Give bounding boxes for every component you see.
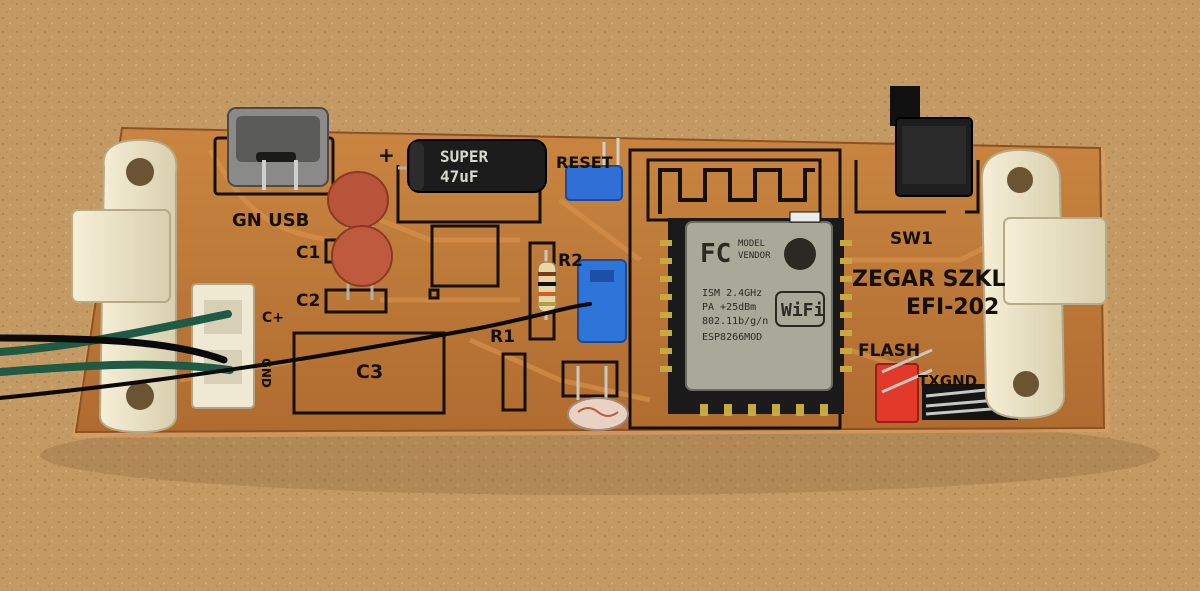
ceramic-capacitors <box>327 171 393 300</box>
power-connector <box>191 283 255 409</box>
capacitor-value: 47uF <box>440 167 479 186</box>
antenna-pad <box>789 211 821 223</box>
label-r1: R1 <box>490 327 515 347</box>
label-plus: + <box>378 143 395 167</box>
wires <box>0 302 592 400</box>
photoresistor <box>567 366 629 431</box>
electrolytic-capacitor: SUPER 47uF <box>398 139 547 193</box>
label-gnd: GND <box>259 358 273 388</box>
label-c-plus: C+ <box>262 310 284 326</box>
module-ism: ISM 2.4GHz <box>702 288 762 299</box>
blue-jumper-slot <box>590 270 614 282</box>
label-reset: RESET <box>556 153 613 172</box>
flash-header <box>875 348 933 423</box>
module-standard: 802.11b/g/n <box>702 316 768 327</box>
label-flash: FLASH <box>858 341 920 361</box>
module-wifi-logo: WiFi <box>781 300 825 321</box>
label-c1: C1 <box>296 243 320 263</box>
capacitor-brand: SUPER <box>440 147 489 166</box>
module-pa: PA +25dBm <box>702 302 756 313</box>
label-c2: C2 <box>296 291 320 311</box>
label-sw1: SW1 <box>890 229 933 249</box>
wifi-badge <box>775 291 825 327</box>
module-fc-mark: FC <box>700 239 731 269</box>
module-vendor-label: VENDOR <box>738 251 771 261</box>
label-txgnd: TXGND <box>918 372 977 390</box>
right-mount-bracket <box>980 148 1107 420</box>
label-c3: C3 <box>356 361 383 383</box>
left-mount-bracket <box>71 138 178 434</box>
usb-c-connector <box>227 107 329 190</box>
tactile-switch <box>890 86 973 197</box>
reset-jumper <box>565 138 623 201</box>
module-name: ESP8266MOD <box>702 332 762 343</box>
pcb-antenna <box>658 168 815 214</box>
board-title-line1: ZEGAR SZKL <box>852 267 1006 292</box>
label-r2: R2 <box>558 251 583 271</box>
board-title-line2: EFI-202 <box>906 295 999 320</box>
module-model-label: MODEL <box>738 239 765 249</box>
label-usb: GN USB <box>232 210 309 231</box>
esp8266-module: FC MODEL VENDOR ISM 2.4GHz PA +25dBm 802… <box>658 168 852 416</box>
espressif-logo <box>784 238 816 270</box>
resistor-r2 <box>537 250 557 320</box>
